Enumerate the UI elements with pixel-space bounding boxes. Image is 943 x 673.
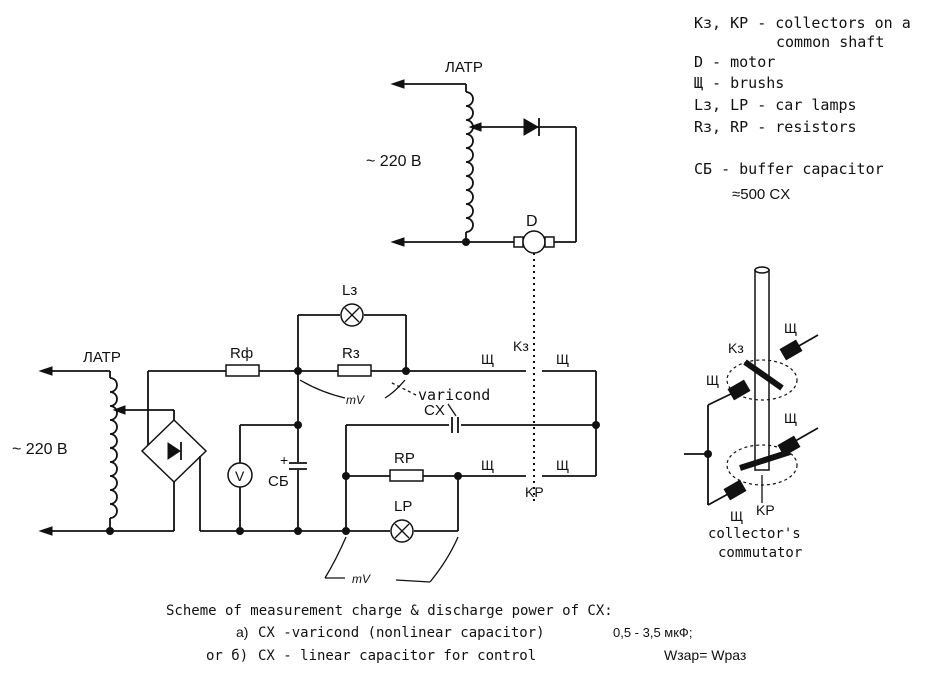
latr-top-label: ЛАТР xyxy=(445,59,483,76)
probe-lead xyxy=(429,536,459,583)
probe-lead xyxy=(384,379,406,399)
arrow-left-icon xyxy=(38,526,53,536)
capacitor-cx-label: CХ xyxy=(424,402,445,419)
legend-capacitor-ratio: ≈500 CХ xyxy=(732,186,790,203)
caption-title: Scheme of measurement charge & discharge… xyxy=(166,603,613,619)
resistor-rz-label: Rз xyxy=(342,345,360,362)
brush-label: Щ xyxy=(706,372,719,388)
legend-resistors: Rз, RР - resistors xyxy=(694,118,857,136)
motor-label: D xyxy=(526,213,538,230)
caption-b-prefix: or б) xyxy=(206,648,248,664)
collector-kp-label: KР xyxy=(525,484,544,500)
motor-terminal-right xyxy=(544,236,555,248)
lamp-lp-label: LР xyxy=(394,498,412,515)
legend-brushes: Щ - brushs xyxy=(694,74,784,92)
arrow-left-icon xyxy=(390,237,405,247)
brush-icon xyxy=(723,479,747,501)
commutator-caption-line2: commutator xyxy=(718,545,802,561)
motor-terminal-left xyxy=(513,236,524,248)
legend-lamps: Lз, LР - car lamps xyxy=(694,96,857,114)
caption-b-text: CХ - linear capacitor for control xyxy=(258,648,536,664)
brush-icon xyxy=(727,379,751,401)
capacitor-cb-label: CБ xyxy=(268,473,289,490)
brush-label: Щ xyxy=(556,351,569,367)
collector-kz-ring xyxy=(726,359,798,401)
collector-kz-label: Kз xyxy=(513,338,529,354)
caption-a-text: CХ -varicond (nonlinear capacitor) xyxy=(258,625,545,641)
motor-supply-circuit: ЛАТР ~ 220 B D xyxy=(366,59,577,254)
resistor-rp-label: RР xyxy=(394,450,415,467)
resistor-rp xyxy=(389,469,424,482)
brush-label: Щ xyxy=(556,457,569,473)
mv-probe-label: mV xyxy=(352,572,371,586)
collector-kz-segment xyxy=(743,359,784,391)
varicond-label: varicond xyxy=(418,386,490,404)
junction-dot xyxy=(402,367,410,375)
collector-commutator-detail: Щ Kз Щ Щ Щ KР collector's commutator xyxy=(684,266,819,561)
legend-collectors-cont: common shaft xyxy=(776,33,884,51)
collector-kp-segment xyxy=(739,449,791,471)
latr-left-label: ЛАТР xyxy=(83,349,121,366)
brush-label: Щ xyxy=(730,508,743,524)
brush-label: Щ xyxy=(784,410,797,426)
voltmeter-label: V xyxy=(235,468,245,484)
caption-a-prefix: a) xyxy=(236,624,248,640)
arrow-left-icon xyxy=(38,366,53,376)
resistor-rf-label: Rф xyxy=(230,345,253,362)
energy-equation: Wзар= Wраз xyxy=(664,647,746,663)
brush-label: Щ xyxy=(481,351,494,367)
arrow-left-icon xyxy=(390,79,405,89)
junction-dot xyxy=(236,527,244,535)
probe-lead xyxy=(324,536,347,579)
caption-a-value: 0,5 - 3,5 мкФ; xyxy=(613,625,692,640)
voltage-left-label: ~ 220 B xyxy=(12,441,68,458)
brush-label: Щ xyxy=(784,320,797,336)
probe-lead xyxy=(299,379,346,399)
legend-buffer-capacitor: CБ - buffer capacitor xyxy=(694,160,884,178)
bridge-diode-icon xyxy=(167,442,181,460)
legend-collectors: Kз, KР - collectors on a xyxy=(694,14,911,32)
junction-dot xyxy=(704,450,712,458)
collector-kz-label: Kз xyxy=(728,340,744,356)
lamp-lz-label: Lз xyxy=(342,282,357,299)
autotransformer-coil xyxy=(465,91,474,233)
brush-label: Щ xyxy=(481,457,494,473)
collector-kp-label: KР xyxy=(756,502,775,518)
autotransformer-coil xyxy=(109,377,118,519)
capacitor-cb-plus: + xyxy=(280,452,288,468)
caption: Scheme of measurement charge & discharge… xyxy=(166,603,746,664)
measurement-circuit: ЛАТР ~ 220 B Rф xyxy=(12,282,600,586)
motor-icon xyxy=(522,230,546,254)
resistor-rf xyxy=(225,364,260,377)
resistor-rz xyxy=(337,364,372,377)
junction-dot xyxy=(294,527,302,535)
brush-icon xyxy=(779,339,803,361)
brush-icon xyxy=(777,435,801,457)
voltage-top-label: ~ 220 B xyxy=(366,153,422,170)
legend: Kз, KР - collectors on a common shaft D … xyxy=(694,14,911,203)
commutator-caption-line1: collector's xyxy=(708,526,801,542)
wiper-arrow-icon xyxy=(112,405,126,415)
legend-motor: D - motor xyxy=(694,53,775,71)
mv-probe-label: mV xyxy=(346,393,365,407)
